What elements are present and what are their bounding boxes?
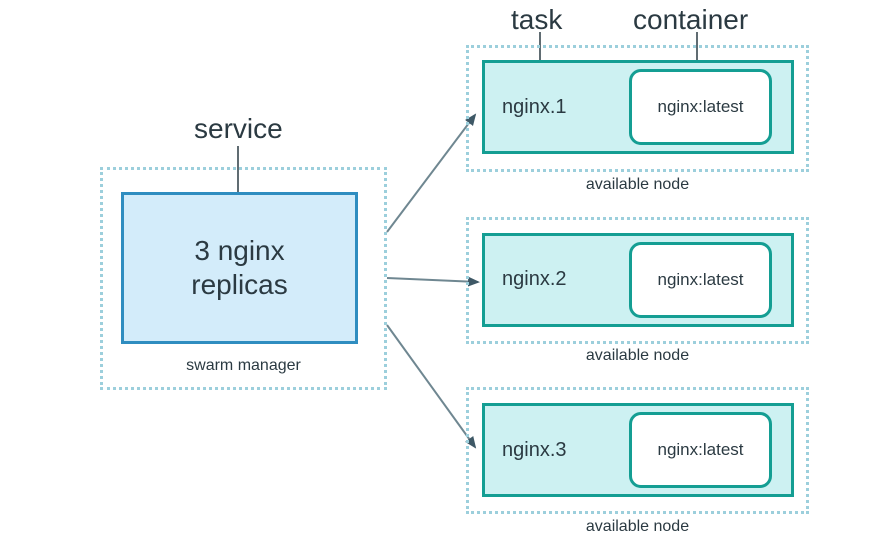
container-box-2: nginx:latest [629,242,772,318]
arrow-to-node-2 [386,276,480,287]
container-image-2: nginx:latest [657,270,744,289]
service-box: 3 nginx replicas [121,192,358,344]
service-line-2: replicas [191,269,288,300]
node-caption-3: available node [585,518,690,535]
container-image-1: nginx:latest [657,97,744,116]
swarm-manager-caption: swarm manager [186,357,301,374]
container-box-3: nginx:latest [629,412,772,488]
task-name-2: nginx.2 [502,268,567,290]
swarm-manager-frame [100,167,387,390]
task-label: task [511,4,563,35]
arrow-to-node-1 [386,113,477,233]
service-line-1: 3 nginx [194,235,285,266]
container-image-3: nginx:latest [657,440,744,459]
node-frame-2 [466,217,809,344]
node-frame-3 [466,387,809,514]
task-name-3: nginx.3 [502,439,567,461]
arrow-to-node-3 [386,324,477,449]
container-box-1: nginx:latest [629,69,772,145]
container-label: container [633,4,749,35]
node-caption-1: available node [585,176,690,193]
node-frame-1 [466,45,809,172]
node-caption-2: available node [585,347,690,364]
task-name-1: nginx.1 [502,96,567,118]
service-label: service [194,113,283,144]
